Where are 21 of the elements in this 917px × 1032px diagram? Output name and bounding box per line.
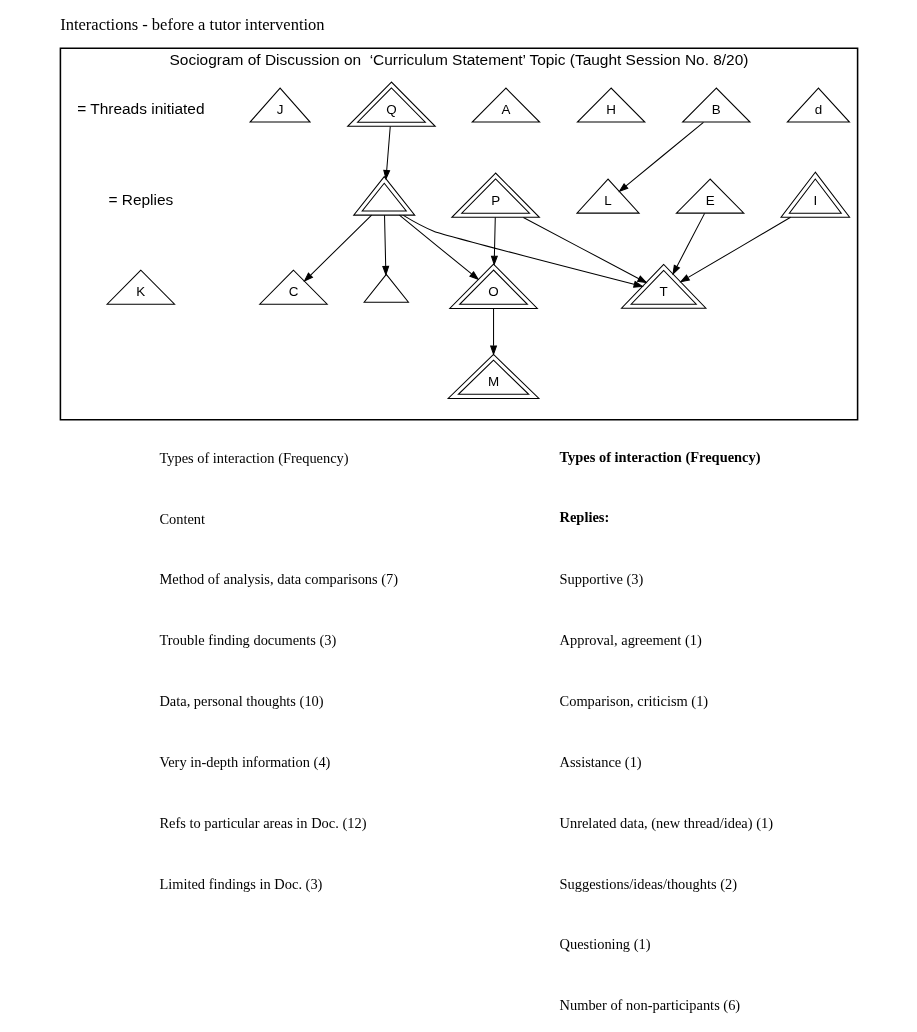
label: Data, personal thoughts (10): [158, 692, 324, 709]
diagram-title: Interactions - before a tutor intervention: [59, 14, 325, 34]
label: Comparison, criticism (1): [559, 692, 708, 709]
label: Suggestions/ideas/thoughts (2): [559, 875, 737, 892]
label: Types of interaction (Frequency): [559, 448, 760, 465]
label: Unrelated data, (new thread/idea) (1): [559, 814, 773, 831]
legend-label: = Threads initiated: [76, 99, 204, 117]
label: Limited findings in Doc. (3): [158, 875, 322, 892]
legend-label: = Replies: [107, 190, 173, 208]
label: Refs to particular areas in Doc. (12): [158, 814, 366, 831]
label: Supportive (3): [559, 570, 643, 587]
label: Types of interaction (Frequency): [158, 449, 349, 466]
label: Questioning (1): [559, 935, 650, 952]
label: Number of non-participants (6): [559, 996, 740, 1013]
label: Content: [158, 510, 205, 527]
label: Assistance (1): [559, 753, 642, 770]
label: Method of analysis, data comparisons (7): [158, 570, 398, 587]
label: Very in-depth information (4): [158, 753, 330, 770]
label: Trouble finding documents (3): [158, 631, 336, 648]
label: Replies:: [559, 508, 609, 525]
label: Approval, agreement (1): [559, 631, 702, 648]
